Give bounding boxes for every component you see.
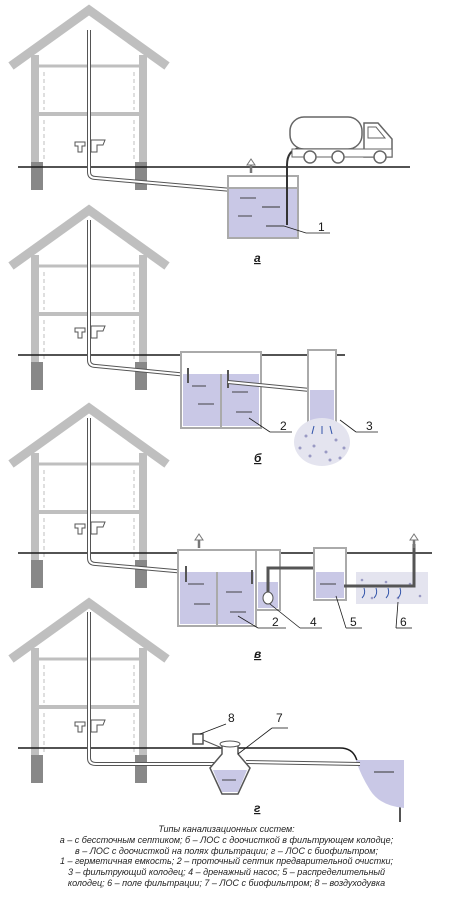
figure-caption: Типы канализационных систем: а – с бесст… <box>0 824 453 889</box>
callout-7: 7 <box>276 711 283 725</box>
diagram-letter-d: г <box>254 801 261 815</box>
caption-line: 3 – фильтрующий колодец; 4 – дренажный н… <box>67 867 386 878</box>
distribution-well <box>316 572 344 598</box>
caption-line: 1 – герметичная емкость; 2 – проточный с… <box>59 856 394 867</box>
sewage-systems-diagram: 1 а <box>0 0 432 822</box>
biofilter-unit <box>209 740 251 795</box>
filtration-field <box>356 572 428 604</box>
callout-5: 5 <box>350 615 357 629</box>
caption-line: колодец; 6 – поле фильтрации; 7 – ЛОС с … <box>67 877 386 888</box>
sewage-truck-icon <box>289 116 393 164</box>
diagram-letter-b: б <box>254 451 262 465</box>
callout-2-c: 2 <box>272 615 279 629</box>
callout-8: 8 <box>228 711 235 725</box>
vent-icon <box>193 532 205 550</box>
ground-line-d <box>18 747 401 822</box>
filter-gravel <box>294 418 350 466</box>
diagram-c: 2 4 5 6 в <box>11 408 432 661</box>
diagram-a: 1 а <box>11 10 410 265</box>
callout-2-b: 2 <box>280 419 287 433</box>
air-blower-icon <box>192 733 204 745</box>
callout-6: 6 <box>400 615 407 629</box>
vent-icon <box>245 157 257 175</box>
vent-icon <box>408 532 420 550</box>
caption-title: Типы канализационных систем: <box>158 824 295 834</box>
caption-line: в – ЛОС с доочисткой на полях фильтрации… <box>75 845 378 856</box>
drainage-pump-icon <box>262 591 274 605</box>
diagram-letter-c: в <box>254 647 261 661</box>
diagram-letter-a: а <box>254 251 261 265</box>
caption-line: а – с бессточным септиком; б – ЛОС с доо… <box>59 834 394 845</box>
water-body <box>356 760 404 808</box>
callout-1: 1 <box>318 220 325 234</box>
callout-4: 4 <box>310 615 317 629</box>
diagram-d: 8 7 г <box>11 603 404 822</box>
diagram-b: 2 3 б <box>11 210 378 466</box>
callout-3: 3 <box>366 419 373 433</box>
